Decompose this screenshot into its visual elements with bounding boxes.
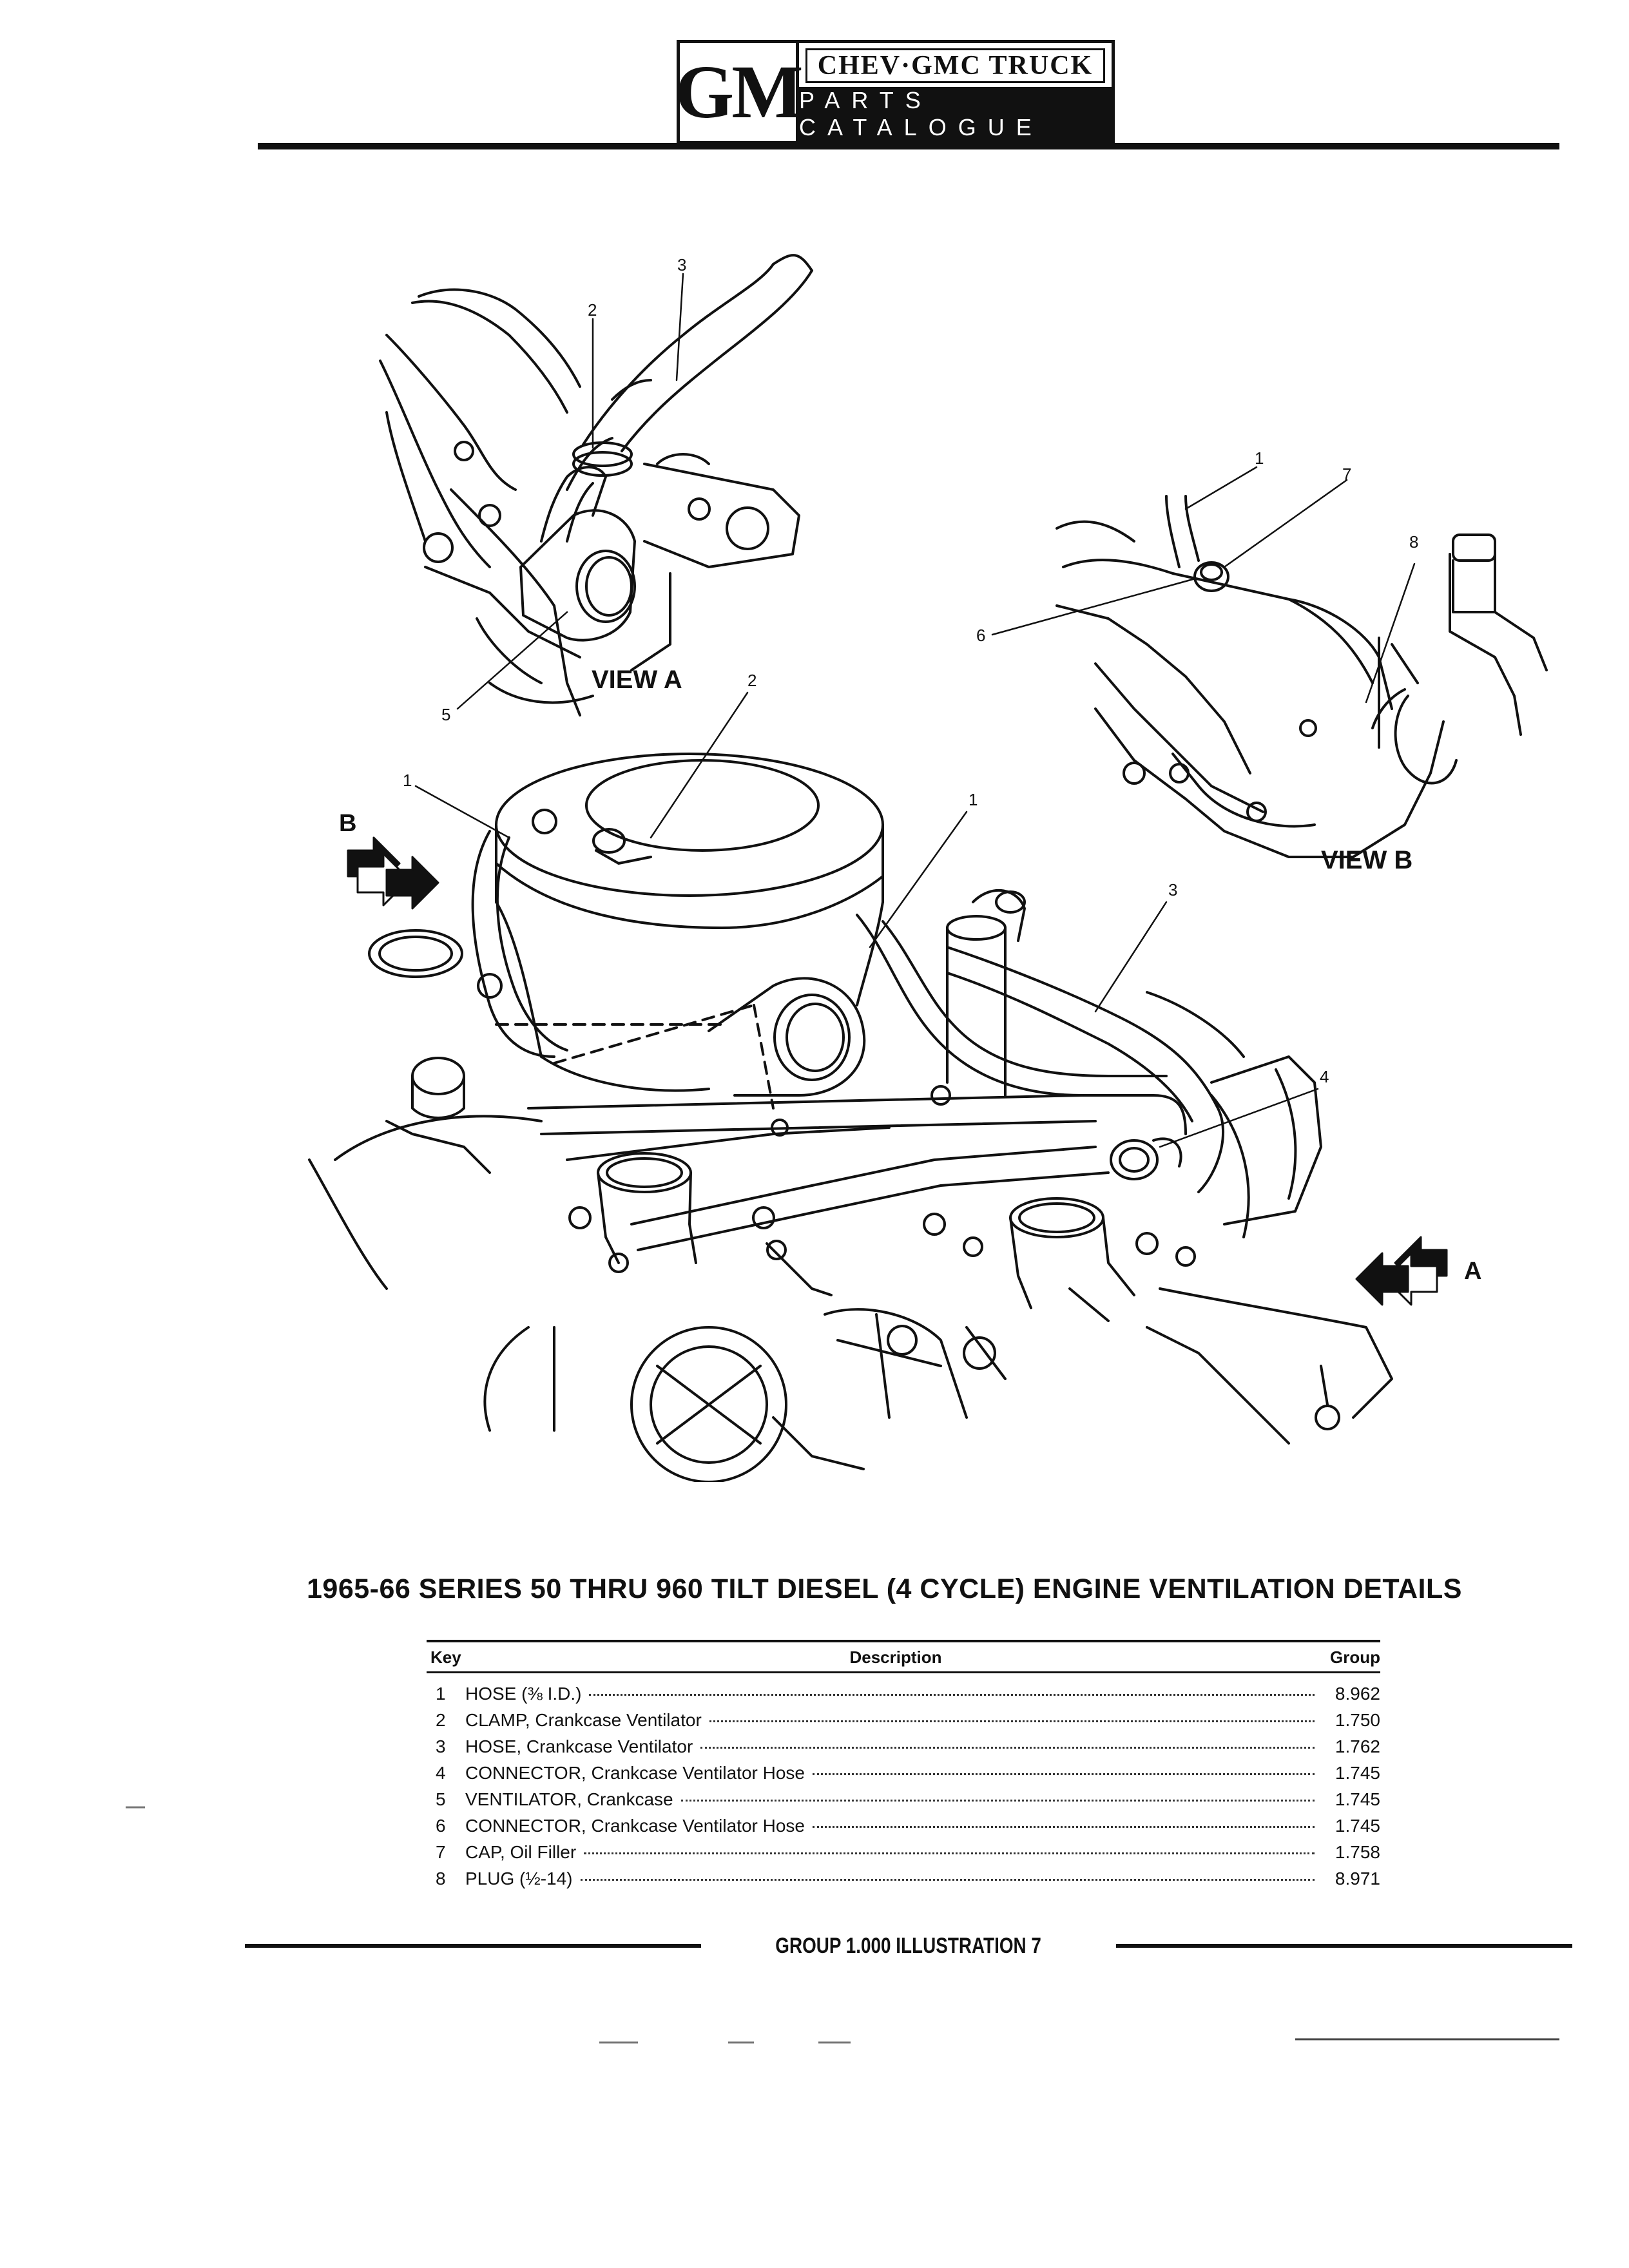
table-row: 1 HOSE (⅜ I.D.) 8.962	[427, 1684, 1380, 1710]
callout-leader-lines	[414, 273, 1416, 1148]
callout-main-3: 3	[1168, 880, 1177, 899]
row-description: PLUG (½-14)	[465, 1869, 573, 1888]
parts-table-header: Key Description Group	[427, 1642, 1380, 1673]
callout-view-b-8: 8	[1409, 532, 1418, 552]
table-row: 6 CONNECTOR, Crankcase Ventilator Hose 1…	[427, 1816, 1380, 1842]
row-group: 1.762	[1335, 1736, 1380, 1756]
row-group: 1.745	[1335, 1763, 1380, 1783]
row-key: 2	[436, 1710, 446, 1730]
row-key: 7	[436, 1842, 446, 1862]
header-group: Group	[1330, 1648, 1380, 1667]
row-description: CONNECTOR, Crankcase Ventilator Hose	[465, 1763, 805, 1783]
callout-view-b-7: 7	[1342, 465, 1351, 484]
dot-leader	[680, 1800, 1315, 1802]
row-description: CONNECTOR, Crankcase Ventilator Hose	[465, 1816, 805, 1836]
row-group: 1.745	[1335, 1789, 1380, 1809]
gm-logo-mark: GM	[675, 43, 804, 141]
header-description: Description	[849, 1648, 942, 1667]
dot-leader	[813, 1773, 1315, 1775]
dot-leader	[709, 1720, 1315, 1722]
header-rule	[258, 143, 1559, 149]
logo-subtitle: PARTS CATALOGUE	[799, 87, 1112, 141]
table-row: 4 CONNECTOR, Crankcase Ventilator Hose 1…	[427, 1763, 1380, 1789]
arrow-b-icon	[347, 836, 439, 910]
row-description: HOSE (⅜ I.D.)	[465, 1684, 582, 1704]
row-group: 8.971	[1335, 1869, 1380, 1888]
table-row: 2 CLAMP, Crankcase Ventilator 1.750	[427, 1710, 1380, 1736]
row-group: 1.745	[1335, 1816, 1380, 1836]
footer-label: GROUP 1.000 ILLUSTRATION 7	[775, 1933, 1042, 1958]
table-row: 3 HOSE, Crankcase Ventilator 1.762	[427, 1736, 1380, 1763]
footer-rule-left	[245, 1944, 702, 1948]
header-key: Key	[430, 1648, 461, 1667]
row-description: VENTILATOR, Crankcase	[465, 1789, 673, 1809]
dot-leader	[580, 1879, 1315, 1881]
logo-title: CHEV·GMC TRUCK	[805, 48, 1105, 83]
table-row: 7 CAP, Oil Filler 1.758	[427, 1842, 1380, 1869]
engine-ventilation-illustration: 3 2 5 1 7 8 6 2 1 1 3 4 VIEW A VIEW B B …	[308, 254, 1548, 1482]
row-group: 1.750	[1335, 1710, 1380, 1730]
row-description: CLAMP, Crankcase Ventilator	[465, 1710, 702, 1730]
callout-view-a-3: 3	[677, 255, 686, 274]
callout-view-b-6: 6	[976, 626, 985, 645]
row-key: 4	[436, 1763, 446, 1783]
dot-leader	[589, 1694, 1315, 1696]
view-b-label: VIEW B	[1321, 846, 1412, 874]
row-key: 8	[436, 1869, 446, 1888]
parts-table-top-rule	[427, 1640, 1380, 1642]
page-footer: GROUP 1.000 ILLUSTRATION 7	[245, 1933, 1572, 1959]
callout-view-b-1: 1	[1255, 448, 1264, 468]
illustration-caption: 1965-66 SERIES 50 THRU 960 TILT DIESEL (…	[307, 1573, 1462, 1604]
main-engine-assembly	[308, 753, 1393, 1482]
footer-rule-right	[1115, 1944, 1572, 1948]
parts-table: Key Description Group 1 HOSE (⅜ I.D.) 8.…	[427, 1640, 1380, 1895]
table-row: 5 VENTILATOR, Crankcase 1.745	[427, 1789, 1380, 1816]
dot-leader	[813, 1826, 1315, 1828]
row-key: 3	[436, 1736, 446, 1756]
row-description: CAP, Oil Filler	[465, 1842, 577, 1862]
callout-view-a-2: 2	[588, 300, 597, 320]
callout-main-4: 4	[1320, 1067, 1329, 1086]
row-key: 1	[436, 1684, 446, 1704]
view-a-detail	[379, 254, 813, 716]
parts-table-body: 1 HOSE (⅜ I.D.) 8.962 2 CLAMP, Crankcase…	[427, 1673, 1380, 1895]
row-description: HOSE, Crankcase Ventilator	[465, 1736, 693, 1756]
callout-view-a-5: 5	[441, 705, 450, 724]
table-row: 8 PLUG (½-14) 8.971	[427, 1869, 1380, 1895]
arrow-a-label: A	[1464, 1258, 1481, 1285]
dot-leader	[584, 1852, 1315, 1854]
logo-text-block: CHEV·GMC TRUCK PARTS CATALOGUE	[799, 43, 1112, 141]
callout-main-2: 2	[747, 671, 757, 690]
row-key: 6	[436, 1816, 446, 1836]
arrow-a-icon	[1355, 1236, 1448, 1306]
gm-parts-catalogue-logo: GM CHEV·GMC TRUCK PARTS CATALOGUE	[675, 40, 1115, 144]
view-a-label: VIEW A	[592, 666, 682, 694]
callout-main-1-left: 1	[403, 771, 412, 790]
dot-leader	[700, 1747, 1315, 1749]
arrow-b-label: B	[339, 810, 356, 837]
callout-main-1-mid: 1	[969, 790, 978, 809]
row-group: 8.962	[1335, 1684, 1380, 1704]
row-key: 5	[436, 1789, 446, 1809]
view-b-detail	[1055, 495, 1548, 858]
row-group: 1.758	[1335, 1842, 1380, 1862]
